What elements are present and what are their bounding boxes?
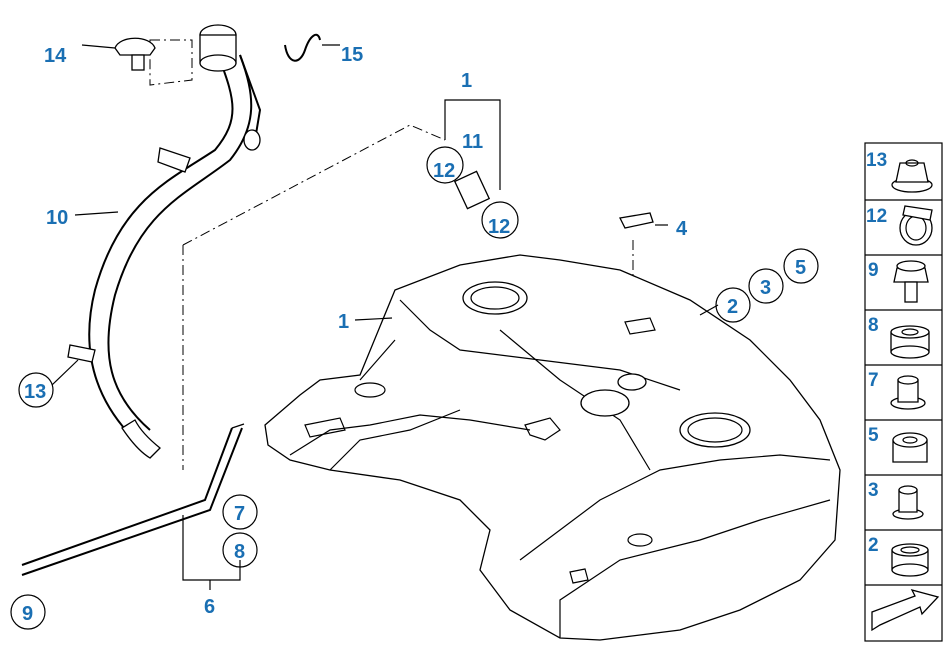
- spacer-sleeve-icon: [892, 485, 924, 520]
- callout-3[interactable]: 3: [760, 277, 771, 299]
- panel-item-2[interactable]: 2: [868, 535, 879, 556]
- hose-piece: [426, 99, 519, 239]
- callout-15[interactable]: 15: [341, 44, 363, 66]
- pad: [619, 212, 668, 229]
- callout-13[interactable]: 13: [24, 381, 46, 403]
- callout-rings: [10, 248, 819, 630]
- callout-1-tank[interactable]: 1: [338, 311, 349, 333]
- callout-5[interactable]: 5: [795, 257, 806, 279]
- callout-9[interactable]: 9: [22, 603, 33, 625]
- callout-10[interactable]: 10: [46, 207, 68, 229]
- bolt-icon: [893, 260, 929, 303]
- callout-11[interactable]: 11: [462, 131, 483, 153]
- panel-item-3[interactable]: 3: [868, 480, 879, 501]
- rubber-mount-icon: [891, 543, 929, 577]
- filler-neck-pipe: [67, 24, 262, 459]
- hex-nut-icon: [892, 432, 928, 463]
- callout-6[interactable]: 6: [204, 596, 215, 618]
- panel-item-5[interactable]: 5: [868, 425, 879, 446]
- panel-item-9[interactable]: 9: [868, 260, 879, 281]
- grommet-icon: [890, 325, 930, 359]
- plug-rivet-icon: [890, 375, 926, 410]
- spring-clip: [284, 33, 340, 62]
- callout-12-right[interactable]: 12: [488, 216, 510, 238]
- callout-4[interactable]: 4: [676, 218, 688, 240]
- leader-lines: [51, 211, 719, 386]
- hose-clamp-icon: [899, 205, 933, 246]
- callout-1-hose[interactable]: 1: [461, 70, 472, 92]
- panel-item-13[interactable]: 13: [866, 150, 887, 171]
- panel-item-12[interactable]: 12: [866, 206, 887, 227]
- direction-arrow-icon: [871, 588, 940, 632]
- panel-item-7[interactable]: 7: [868, 370, 879, 391]
- panel-item-8[interactable]: 8: [868, 315, 879, 336]
- callout-7[interactable]: 7: [234, 503, 245, 525]
- fuel-tank: [264, 254, 841, 641]
- vent-line: [21, 423, 245, 590]
- callout-12-left[interactable]: 12: [433, 160, 455, 182]
- callout-14[interactable]: 14: [44, 45, 67, 67]
- collar-nut-icon: [891, 159, 933, 193]
- small-parts-panel: 13 12 9 8 7 5 3 2: [864, 142, 943, 642]
- filler-cap: [81, 37, 156, 71]
- callout-8[interactable]: 8: [234, 541, 245, 563]
- callouts: 14 15 10 13 1 11 12 12 4 1 2 3 5 7 8 6 9: [22, 44, 806, 625]
- callout-2[interactable]: 2: [727, 296, 738, 318]
